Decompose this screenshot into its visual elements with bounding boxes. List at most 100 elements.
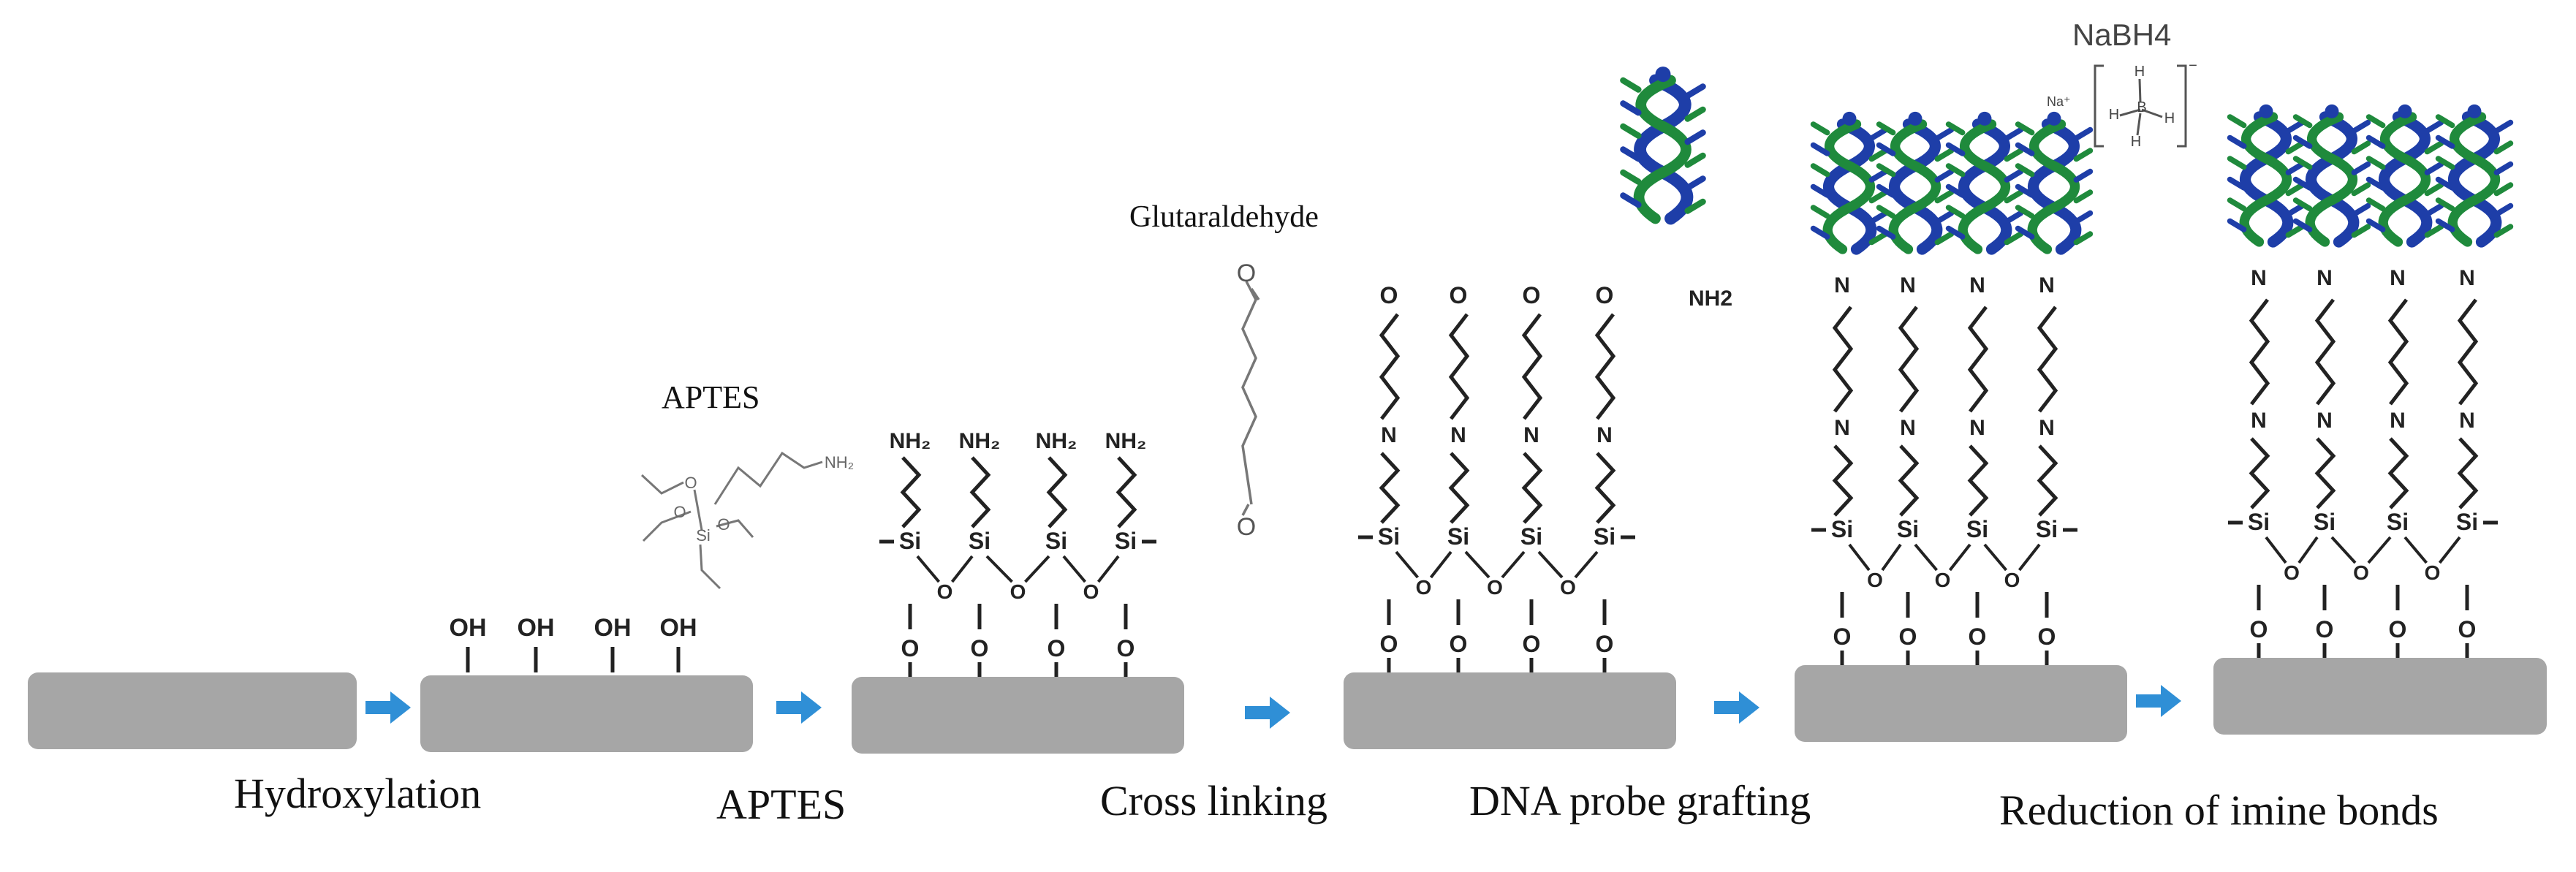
- substrate-5: [1795, 665, 2127, 742]
- nabh4-h: H: [2164, 110, 2175, 126]
- glutaraldehyde-o-top: O: [1237, 259, 1256, 287]
- aptes-reagent-nh2: NH₂: [825, 453, 854, 471]
- alkyl-chain: [1967, 306, 1989, 413]
- bridging-oxygen-atom: O: [1560, 576, 1576, 599]
- silicon-atom: Si: [1378, 523, 1400, 550]
- silicon-atom: Si: [2456, 509, 2478, 535]
- imine-nitrogen-atom: N: [1969, 273, 1985, 297]
- dna-probe-icon: [1876, 111, 1955, 255]
- alkyl-chain: [2249, 437, 2270, 509]
- nabh4-title: NaBH4: [2072, 18, 2171, 52]
- bridging-oxygen-atom: O: [2004, 569, 2020, 591]
- substrate-3: [852, 677, 1184, 754]
- alkyl-chain: [2457, 437, 2479, 509]
- hydroxyl-groups: OH OH OH OH: [450, 614, 697, 642]
- oxygen-atom: O: [1380, 631, 1398, 657]
- alkyl-chain: [2387, 437, 2409, 509]
- silicon-atom: Si: [1831, 516, 1853, 542]
- silicon-atom: Si: [1447, 523, 1469, 550]
- step-label-reduction: Reduction of imine bonds: [1999, 786, 2439, 834]
- aldehyde-oxygen: O: [1596, 282, 1614, 308]
- alkyl-chain: [1448, 313, 1470, 420]
- silicon-atom: Si: [2036, 516, 2058, 542]
- nabh4-minus: −: [2189, 58, 2197, 74]
- glutaraldehyde-o-bottom: O: [1237, 513, 1256, 541]
- alkyl-chain: [2037, 306, 2058, 413]
- imine-nitrogen-atom: N: [2459, 266, 2475, 290]
- alkyl-chain: [969, 456, 991, 528]
- free-dna-nh2: NH2: [1689, 287, 1732, 311]
- amine-group: NH₂: [959, 429, 1001, 453]
- substrate-6: [2213, 658, 2547, 735]
- bridging-oxygen-atom: O: [937, 580, 953, 603]
- oxygen-atom: O: [901, 635, 920, 661]
- nabh4-h: H: [2109, 107, 2119, 123]
- alkyl-chain: [2037, 444, 2058, 517]
- alkyl-chain: [1379, 452, 1401, 524]
- nitrogen-atom: N: [2251, 409, 2267, 433]
- oxygen-atom: O: [1833, 623, 1852, 650]
- dna-probe-icon: [1945, 111, 2024, 255]
- bridging-oxygen-atom: O: [1083, 580, 1099, 603]
- alkyl-chain: [2314, 437, 2336, 509]
- dna-probe-icon: [2227, 104, 2306, 248]
- substrates: [28, 658, 2547, 754]
- dna-probe-icon: [1620, 67, 1706, 225]
- silicon-atom: Si: [2387, 509, 2409, 535]
- dna-probe-icon: [2435, 104, 2514, 248]
- hydroxyl-label: OH: [518, 614, 555, 642]
- oxygen-atom: O: [2389, 616, 2407, 642]
- right-arrow-icon: [2136, 685, 2181, 717]
- alkyl-chain: [1046, 456, 1068, 528]
- oxygen-atom: O: [971, 635, 989, 661]
- alkyl-chain: [1594, 313, 1616, 420]
- step-label-dna-probe-grafting: DNA probe grafting: [1469, 777, 1811, 824]
- bridging-oxygen-atom: O: [2353, 561, 2369, 584]
- bridging-oxygen-atom: O: [2284, 561, 2300, 584]
- silicon-atom: Si: [1115, 528, 1137, 554]
- silicon-atom: Si: [1594, 523, 1615, 550]
- bridging-oxygen-atom: O: [1010, 580, 1026, 603]
- alkyl-chain: [1594, 452, 1616, 524]
- aldehyde-oxygen: O: [1523, 282, 1541, 308]
- alkyl-chain: [1379, 313, 1401, 420]
- nitrogen-atom: N: [1523, 423, 1539, 447]
- right-arrow-icon: [365, 691, 411, 724]
- step-label-aptes: APTES: [716, 781, 846, 828]
- free-dna-probe: NH2: [1620, 67, 1732, 311]
- right-arrow-icon: [776, 691, 822, 724]
- oxygen-atom: O: [2316, 616, 2334, 642]
- substrate-2: [420, 675, 753, 752]
- dna-probe-icon: [2292, 104, 2371, 248]
- alkyl-chain: [1967, 444, 1989, 517]
- hydroxylated-surface: [466, 647, 681, 672]
- bridging-oxygen-atom: O: [2425, 561, 2441, 584]
- alkyl-chain: [2387, 298, 2409, 406]
- right-arrow-icon: [1245, 697, 1290, 729]
- aldehyde-oxygen: O: [1380, 282, 1398, 308]
- aptes-reagent-o: O: [673, 503, 686, 521]
- nitrogen-atom: N: [2039, 416, 2055, 440]
- nitrogen-atom: N: [1381, 423, 1397, 447]
- nitrogen-atom: N: [1969, 416, 1985, 440]
- imine-nitrogen-atom: N: [2316, 266, 2333, 290]
- hydroxyl-label: OH: [594, 614, 632, 642]
- dna-probe-icon: [2365, 104, 2444, 248]
- silicon-atom: Si: [1045, 528, 1067, 554]
- alkyl-chain: [1832, 444, 1854, 517]
- silicon-atom: Si: [969, 528, 990, 554]
- nabh4-na-ion: Na⁺: [2047, 94, 2071, 109]
- alkyl-chain: [2314, 298, 2336, 406]
- glutaraldehyde-reagent: Glutaraldehyde O O: [1129, 200, 1319, 541]
- dna-probe-icon: [1620, 67, 1706, 225]
- alkyl-chain: [1115, 456, 1137, 528]
- alkyl-chain: [900, 456, 922, 528]
- aptes-reagent-o: O: [684, 474, 697, 492]
- dna-probe-icon: [1810, 111, 1889, 255]
- aptes-reagent: APTES O Si O O NH₂: [640, 379, 854, 590]
- step-label-cross-linking: Cross linking: [1100, 777, 1327, 824]
- step-label-hydroxylation: Hydroxylation: [234, 770, 481, 817]
- process-arrows: [365, 685, 2181, 729]
- nabh4-h: H: [2134, 64, 2145, 80]
